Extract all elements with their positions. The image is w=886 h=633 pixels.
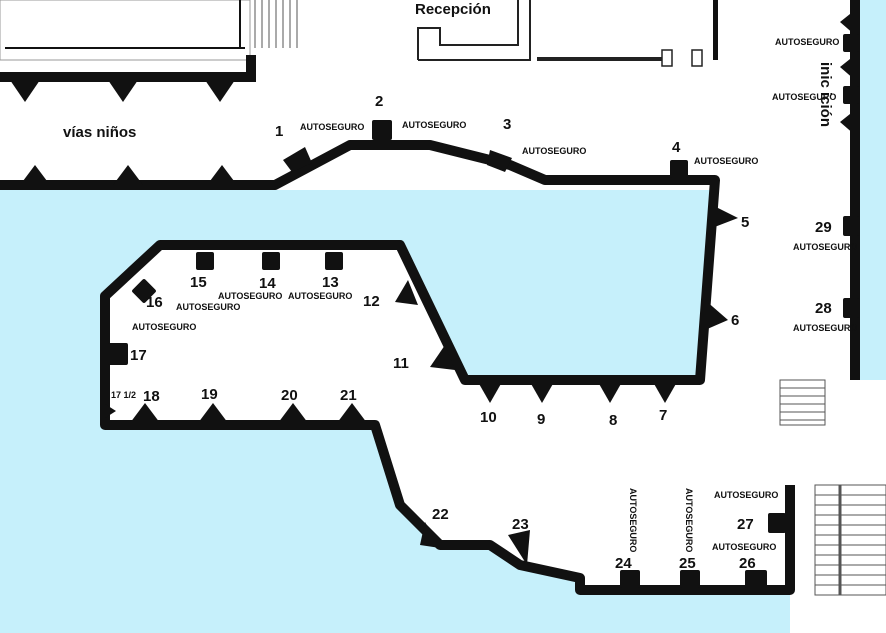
route-26-autoseguro-icon <box>745 570 767 588</box>
route-number: 27 <box>737 516 754 533</box>
route-number: 24 <box>615 555 632 572</box>
route-23-anchor <box>508 530 530 565</box>
route-28-autoseguro-icon <box>843 298 859 318</box>
route-number: 28 <box>815 300 832 317</box>
route-29-autoseguro-icon <box>843 216 859 236</box>
route-17-half-anchor <box>105 404 116 418</box>
route-11-anchor <box>430 345 455 370</box>
route-20-anchor <box>278 403 308 423</box>
route-numbers: 1 2 3 4 5 6 7 8 9 10 11 12 13 14 15 16 1… <box>111 93 832 572</box>
route-19-anchor <box>198 403 228 423</box>
route-number: 2 <box>375 93 383 110</box>
autoseguro-label: AUTOSEGURO <box>712 542 776 552</box>
autoseguro-label: AUTOSEGURO <box>522 146 586 156</box>
kids-lanes-label: vías niños <box>63 124 136 141</box>
autoseguro-label: AUTOSEGURO <box>628 488 638 552</box>
start-label: inic ición <box>817 62 834 127</box>
route-number: 26 <box>739 555 756 572</box>
start-autoseguro-1-icon <box>843 34 859 52</box>
route-21-anchor <box>337 403 367 423</box>
autoseguro-label: AUTOSEGURO <box>775 37 839 47</box>
autoseguro-label: AUTOSEGURO <box>288 291 352 301</box>
route-number: 10 <box>480 409 497 426</box>
route-number: 29 <box>815 219 832 236</box>
route-number: 25 <box>679 555 696 572</box>
route-number: 12 <box>363 293 380 310</box>
autoseguro-blocks <box>108 34 859 588</box>
top-left-building <box>0 0 298 82</box>
route-number: 9 <box>537 411 545 428</box>
route-9-anchor <box>530 382 554 403</box>
autoseguro-label: AUTOSEGURO <box>772 92 836 102</box>
autoseguro-label: AUTOSEGURO <box>714 490 778 500</box>
entrance-details <box>537 0 718 67</box>
route-24-autoseguro-icon <box>620 570 640 588</box>
route-number: 4 <box>672 139 681 156</box>
route-anchors <box>105 147 738 565</box>
route-number: 7 <box>659 407 667 424</box>
route-number: 13 <box>322 274 339 291</box>
route-number: 14 <box>259 275 276 292</box>
route-18-anchor <box>130 403 160 423</box>
autoseguro-label: AUTOSEGURO <box>694 156 758 166</box>
route-number: 5 <box>741 214 749 231</box>
reception-label: Recepción <box>415 1 491 18</box>
route-1-anchor <box>283 147 312 172</box>
route-number: 18 <box>143 388 160 405</box>
autoseguro-label: AUTOSEGURO <box>402 120 466 130</box>
autoseguro-label: AUTOSEGURO <box>218 291 282 301</box>
route-17-autoseguro-icon <box>108 343 128 365</box>
route-12-anchor <box>395 280 418 305</box>
route-3-anchor <box>487 150 512 172</box>
route-number: 1 <box>275 123 283 140</box>
stairs <box>779 379 886 596</box>
route-25-autoseguro-icon <box>680 570 700 588</box>
route-10-anchor <box>478 382 502 403</box>
route-number: 23 <box>512 516 529 533</box>
route-7-anchor <box>653 382 677 403</box>
route-27-autoseguro-icon <box>768 513 786 533</box>
route-5-anchor <box>712 205 738 228</box>
route-15-autoseguro-icon <box>196 252 214 270</box>
route-number: 16 <box>146 294 163 311</box>
route-6-anchor <box>705 300 728 330</box>
autoseguro-label: AUTOSEGURO <box>176 302 240 312</box>
route-16-autoseguro-icon <box>132 279 156 303</box>
route-14-autoseguro-icon <box>262 252 280 270</box>
route-number: 19 <box>201 386 218 403</box>
route-number: 8 <box>609 412 617 429</box>
route-8-anchor <box>598 382 622 403</box>
route-number: 6 <box>731 312 739 329</box>
autoseguro-label: AUTOSEGURO <box>793 323 857 333</box>
route-13-autoseguro-icon <box>325 252 343 270</box>
route-22-anchor <box>420 522 440 548</box>
route-4-autoseguro-icon <box>670 160 688 178</box>
route-number: 15 <box>190 274 207 291</box>
route-number: 11 <box>393 355 409 372</box>
route-17-half-label: 17 1/2 <box>111 390 136 400</box>
route-number: 3 <box>503 116 511 133</box>
autoseguro-label: AUTOSEGURO <box>684 488 694 552</box>
autoseguro-label: AUTOSEGURO <box>132 322 196 332</box>
route-number: 21 <box>340 387 357 404</box>
route-number: 20 <box>281 387 298 404</box>
autoseguro-label: AUTOSEGURO <box>793 242 857 252</box>
autoseguro-labels: AUTOSEGURO AUTOSEGURO AUTOSEGURO AUTOSEG… <box>132 37 857 552</box>
kids-lane-anchors <box>10 10 855 185</box>
autoseguro-label: AUTOSEGURO <box>300 122 364 132</box>
reception-desk: Recepción <box>415 0 531 61</box>
route-number: 17 <box>130 347 147 364</box>
route-number: 22 <box>432 506 449 523</box>
start-autoseguro-2-icon <box>843 86 859 104</box>
route-2-autoseguro-icon <box>372 120 392 140</box>
